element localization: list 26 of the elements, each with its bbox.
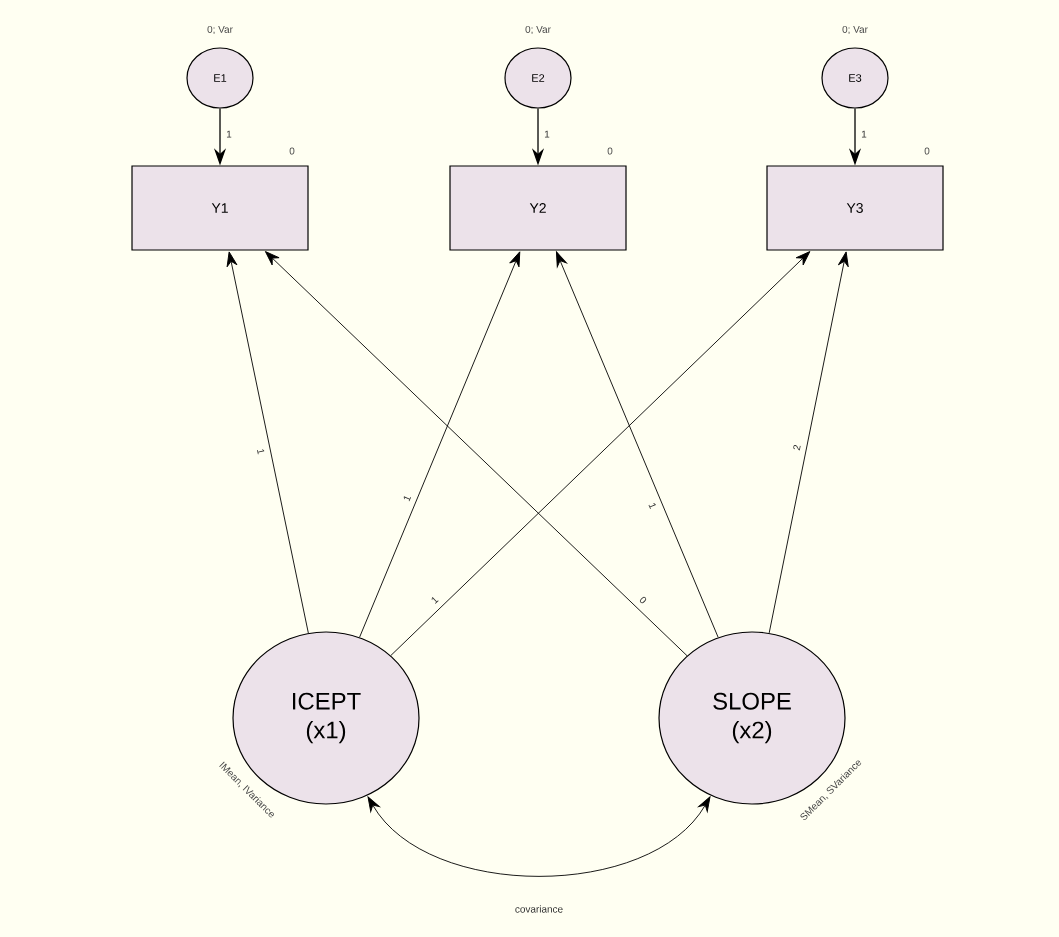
arrow xyxy=(768,251,849,634)
edge-label: 1 xyxy=(861,130,867,138)
arrow xyxy=(555,251,719,638)
node-annotation: 0; Var xyxy=(207,25,233,35)
node-annotation: 0 xyxy=(289,147,295,155)
edge-label: covariance xyxy=(515,905,563,913)
arrow xyxy=(226,251,309,634)
edge-label: 1 xyxy=(431,597,439,604)
observed-box: Y1 xyxy=(131,165,309,251)
observed-box: Y2 xyxy=(449,165,627,251)
edge-label: 1 xyxy=(226,130,232,138)
node-annotation: 0 xyxy=(607,147,613,155)
edge-label: 1 xyxy=(648,503,656,510)
edge-label: 1 xyxy=(257,449,265,455)
node-annotation: 0; Var xyxy=(842,25,868,35)
double-arrow xyxy=(367,796,711,877)
edge-label: 1 xyxy=(544,130,550,138)
arrow xyxy=(390,251,811,656)
edge-label: 1 xyxy=(403,496,411,502)
edge-label: 2 xyxy=(793,445,801,451)
arrow xyxy=(359,251,521,638)
arrow xyxy=(264,251,688,657)
node-annotation: 0 xyxy=(924,147,930,155)
edge-label: 0 xyxy=(639,596,647,604)
node-annotation: 0; Var xyxy=(525,25,551,35)
observed-box: Y3 xyxy=(766,165,944,251)
